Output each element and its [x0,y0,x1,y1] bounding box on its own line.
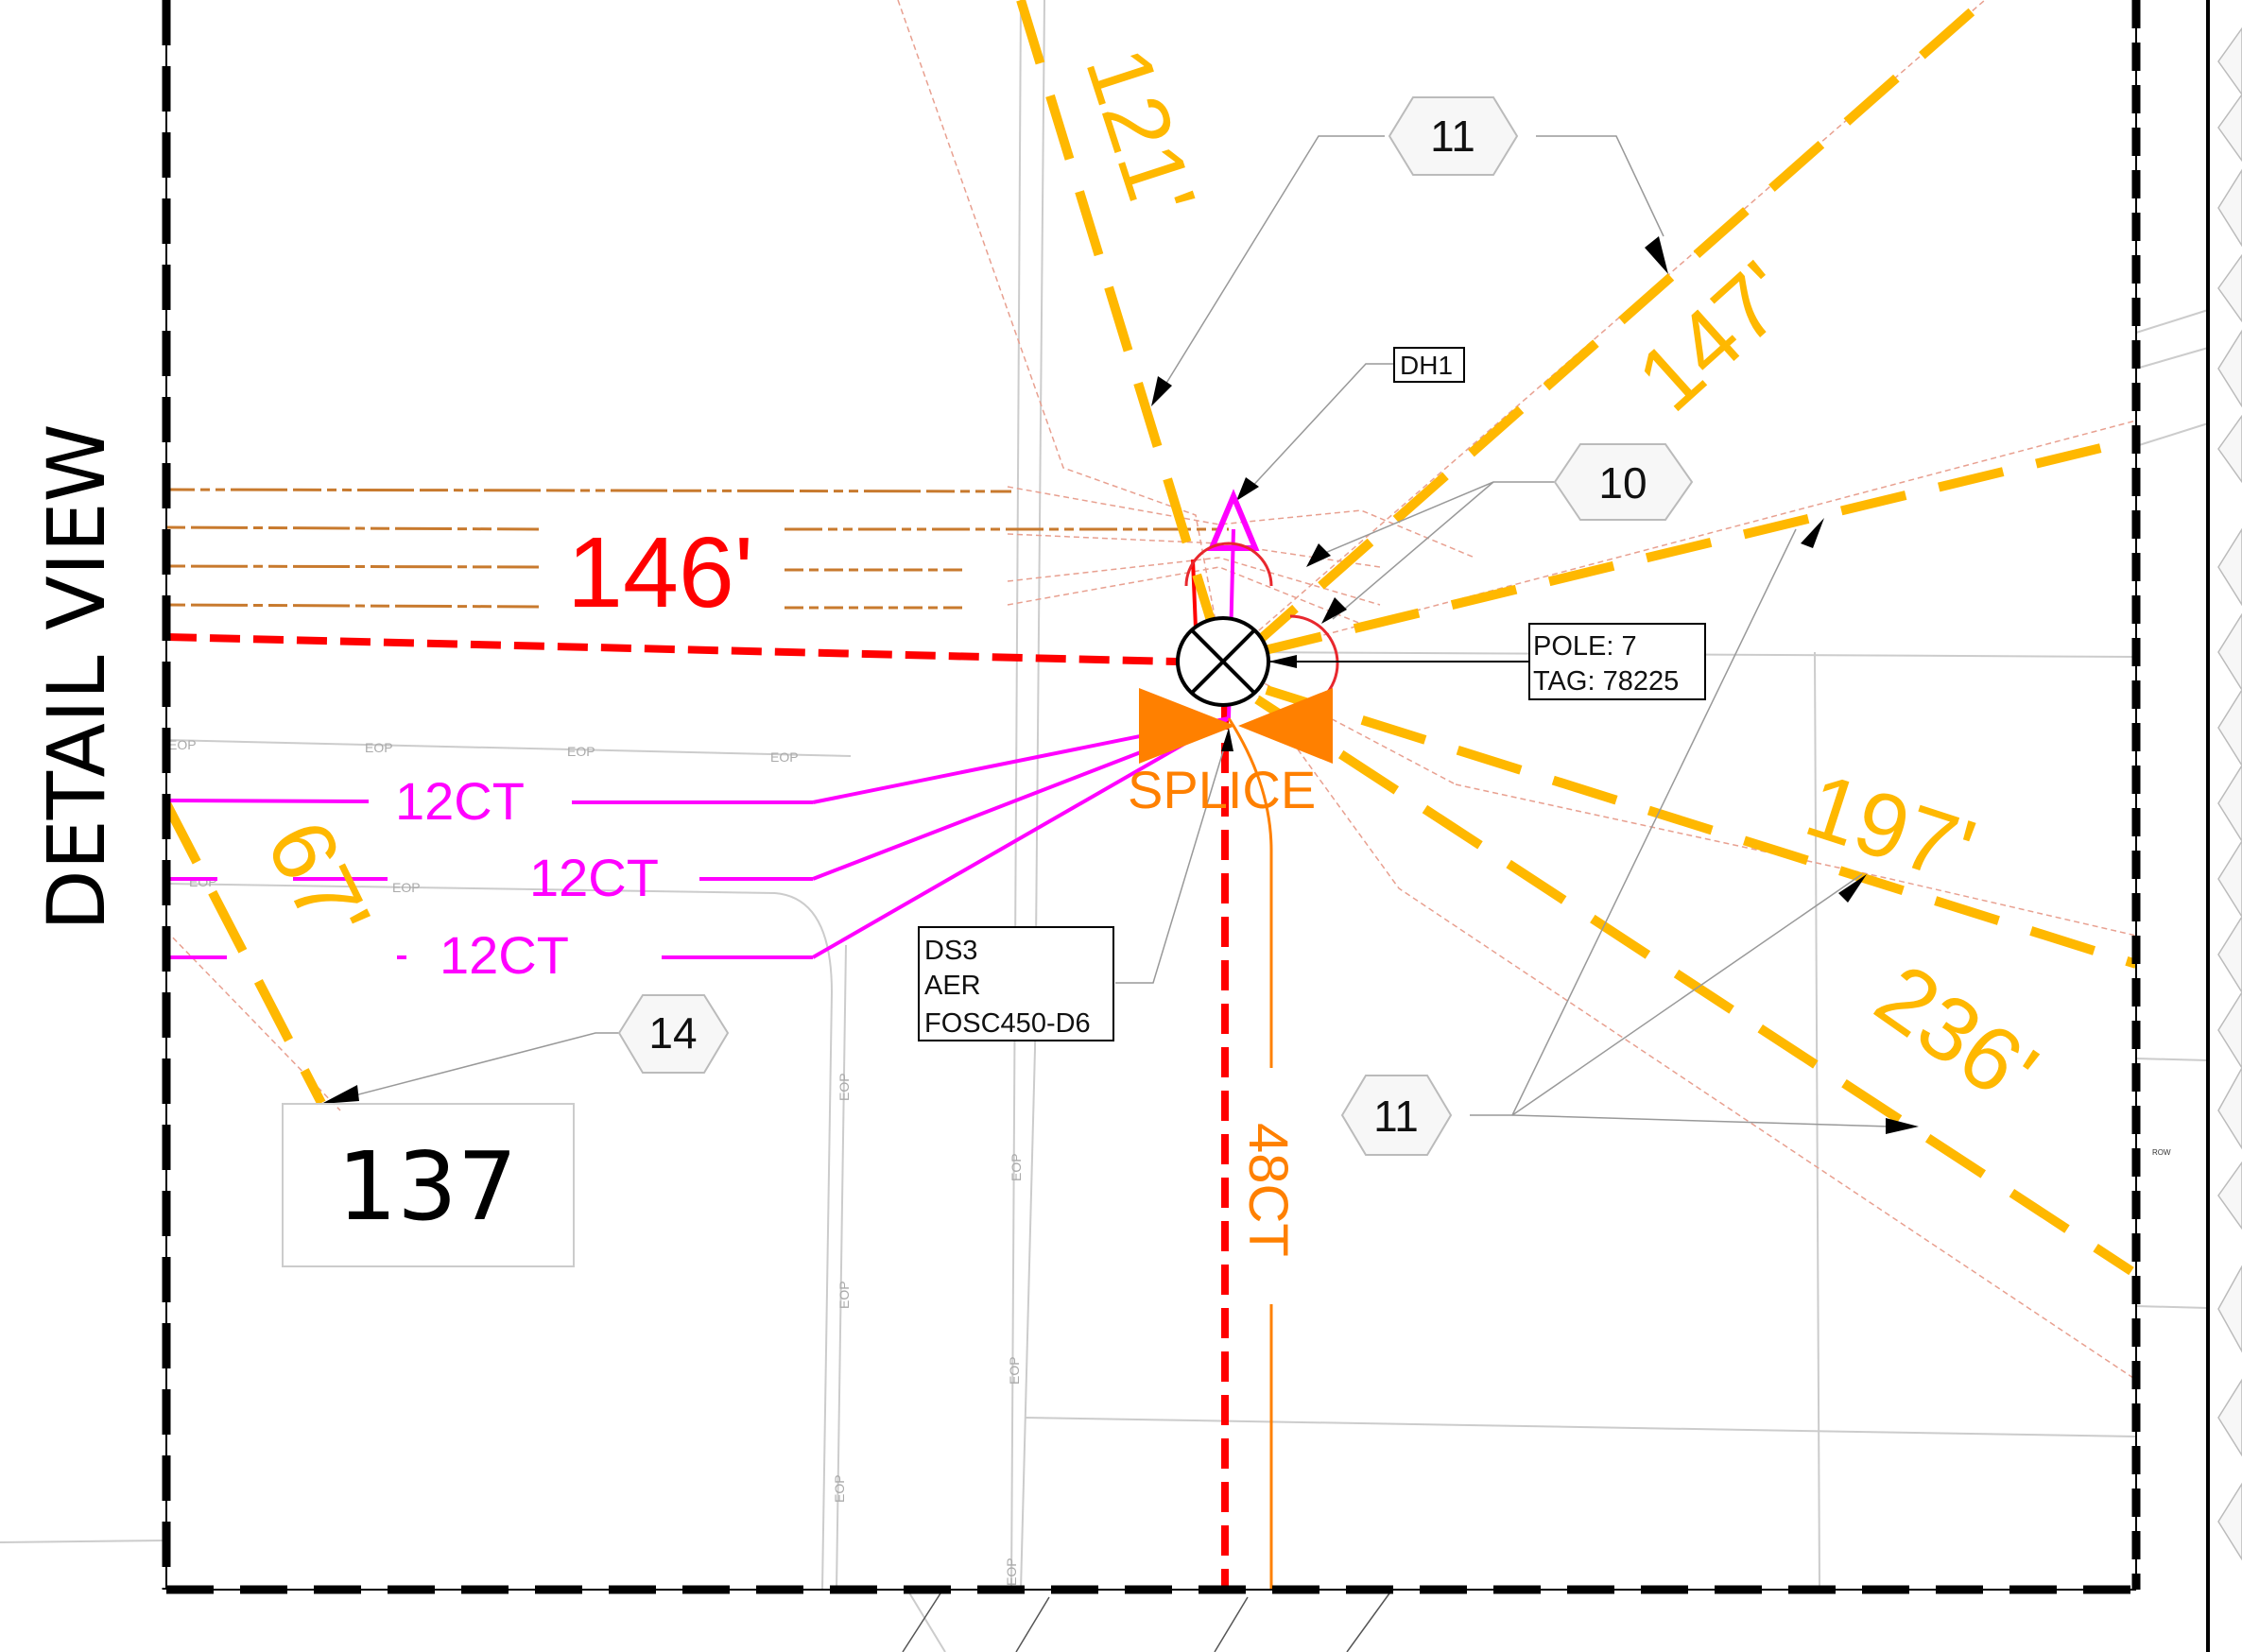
span-label-147: 147' [1618,243,1811,431]
splice-callout-line-1: DS3 [924,936,977,966]
drop-label-3: 12CT [440,925,569,985]
row-label: ROW [2152,1148,2171,1157]
leader-arrowheads [321,236,1919,1134]
pole-callout[interactable]: POLE: 7 TAG: 78225 [1528,623,1706,700]
down-guy-triangle-icon [1207,489,1260,551]
svg-text:EOP: EOP [392,880,421,895]
keynote-value: 10 [1598,458,1647,508]
svg-text:EOP: EOP [567,744,595,759]
keynote-hex-10[interactable]: 10 [1553,443,1694,521]
detail-frame [162,0,2210,1652]
feeder-label: 48CT [1237,1123,1299,1257]
svg-text:EOP: EOP [836,1281,852,1309]
span-label-67: 67' [247,805,389,955]
down-guy-symbol [1184,489,1273,587]
lot-number: 137 [337,1131,518,1242]
span-label-121: 121' [1066,36,1215,228]
span-label-146: 146' [567,517,753,628]
keynote-value: 11 [1373,1092,1419,1141]
splice-label: SPLICE [1128,760,1316,819]
splice-callout-line-2: AER [924,971,981,1001]
detail-view-title: DETAIL VIEW [30,423,123,931]
existing-utility-lines [165,488,1229,610]
keynote-value: 11 [1430,112,1475,161]
down-guy-label: DH1 [1400,351,1453,380]
svg-text:EOP: EOP [168,737,197,752]
keynote-value: 14 [648,1008,697,1058]
drop-label-2: 12CT [529,848,659,907]
row-tick-lines-bottom [902,1592,1390,1652]
svg-text:EOP: EOP [189,874,217,889]
keynote-hex-11-bottom[interactable]: 11 [1340,1075,1453,1156]
aerial-fiber-spans [162,0,2138,1276]
pole-leader-arrow-icon [1268,655,1297,668]
eop-labels: EOP EOP EOP EOP EOP EOP EOP EOP EOP EOP … [168,737,1024,1586]
drop-label-1: 12CT [395,771,525,831]
feeder-cable [1227,717,1273,1590]
pole-number: POLE: 7 [1533,631,1637,662]
leader-lines [325,135,1891,1127]
down-guy-callout[interactable]: DH1 [1393,347,1465,383]
splice-callout[interactable]: DS3 AER FOSC450-D6 [918,926,1114,1041]
span-label-197: 197' [1795,754,1987,903]
svg-text:EOP: EOP [1004,1557,1019,1586]
lot-number-box: 137 [282,1103,575,1267]
drop-cable-labels: 12CT 12CT 12CT [395,771,659,985]
pole-tag: TAG: 78225 [1533,666,1679,697]
splice-callout-line-3: FOSC450-D6 [924,1008,1091,1039]
svg-text:EOP: EOP [365,740,393,755]
svg-text:EOP: EOP [1009,1153,1024,1181]
svg-text:EOP: EOP [836,1073,852,1101]
svg-text:EOP: EOP [832,1474,847,1503]
keynote-hex-11-top[interactable]: 11 [1388,96,1519,176]
guy-arc-icon [1184,542,1273,587]
svg-text:EOP: EOP [1007,1356,1022,1385]
splice-bowtie-icon[interactable] [1139,688,1333,764]
keynote-hex-14[interactable]: 14 [617,994,730,1074]
existing-route-lines [165,559,1229,1590]
keynote-column-partial [2217,26,2242,1561]
span-label-236: 236' [1858,945,2055,1125]
svg-text:EOP: EOP [770,749,799,765]
pole-symbol[interactable] [1176,616,1270,707]
